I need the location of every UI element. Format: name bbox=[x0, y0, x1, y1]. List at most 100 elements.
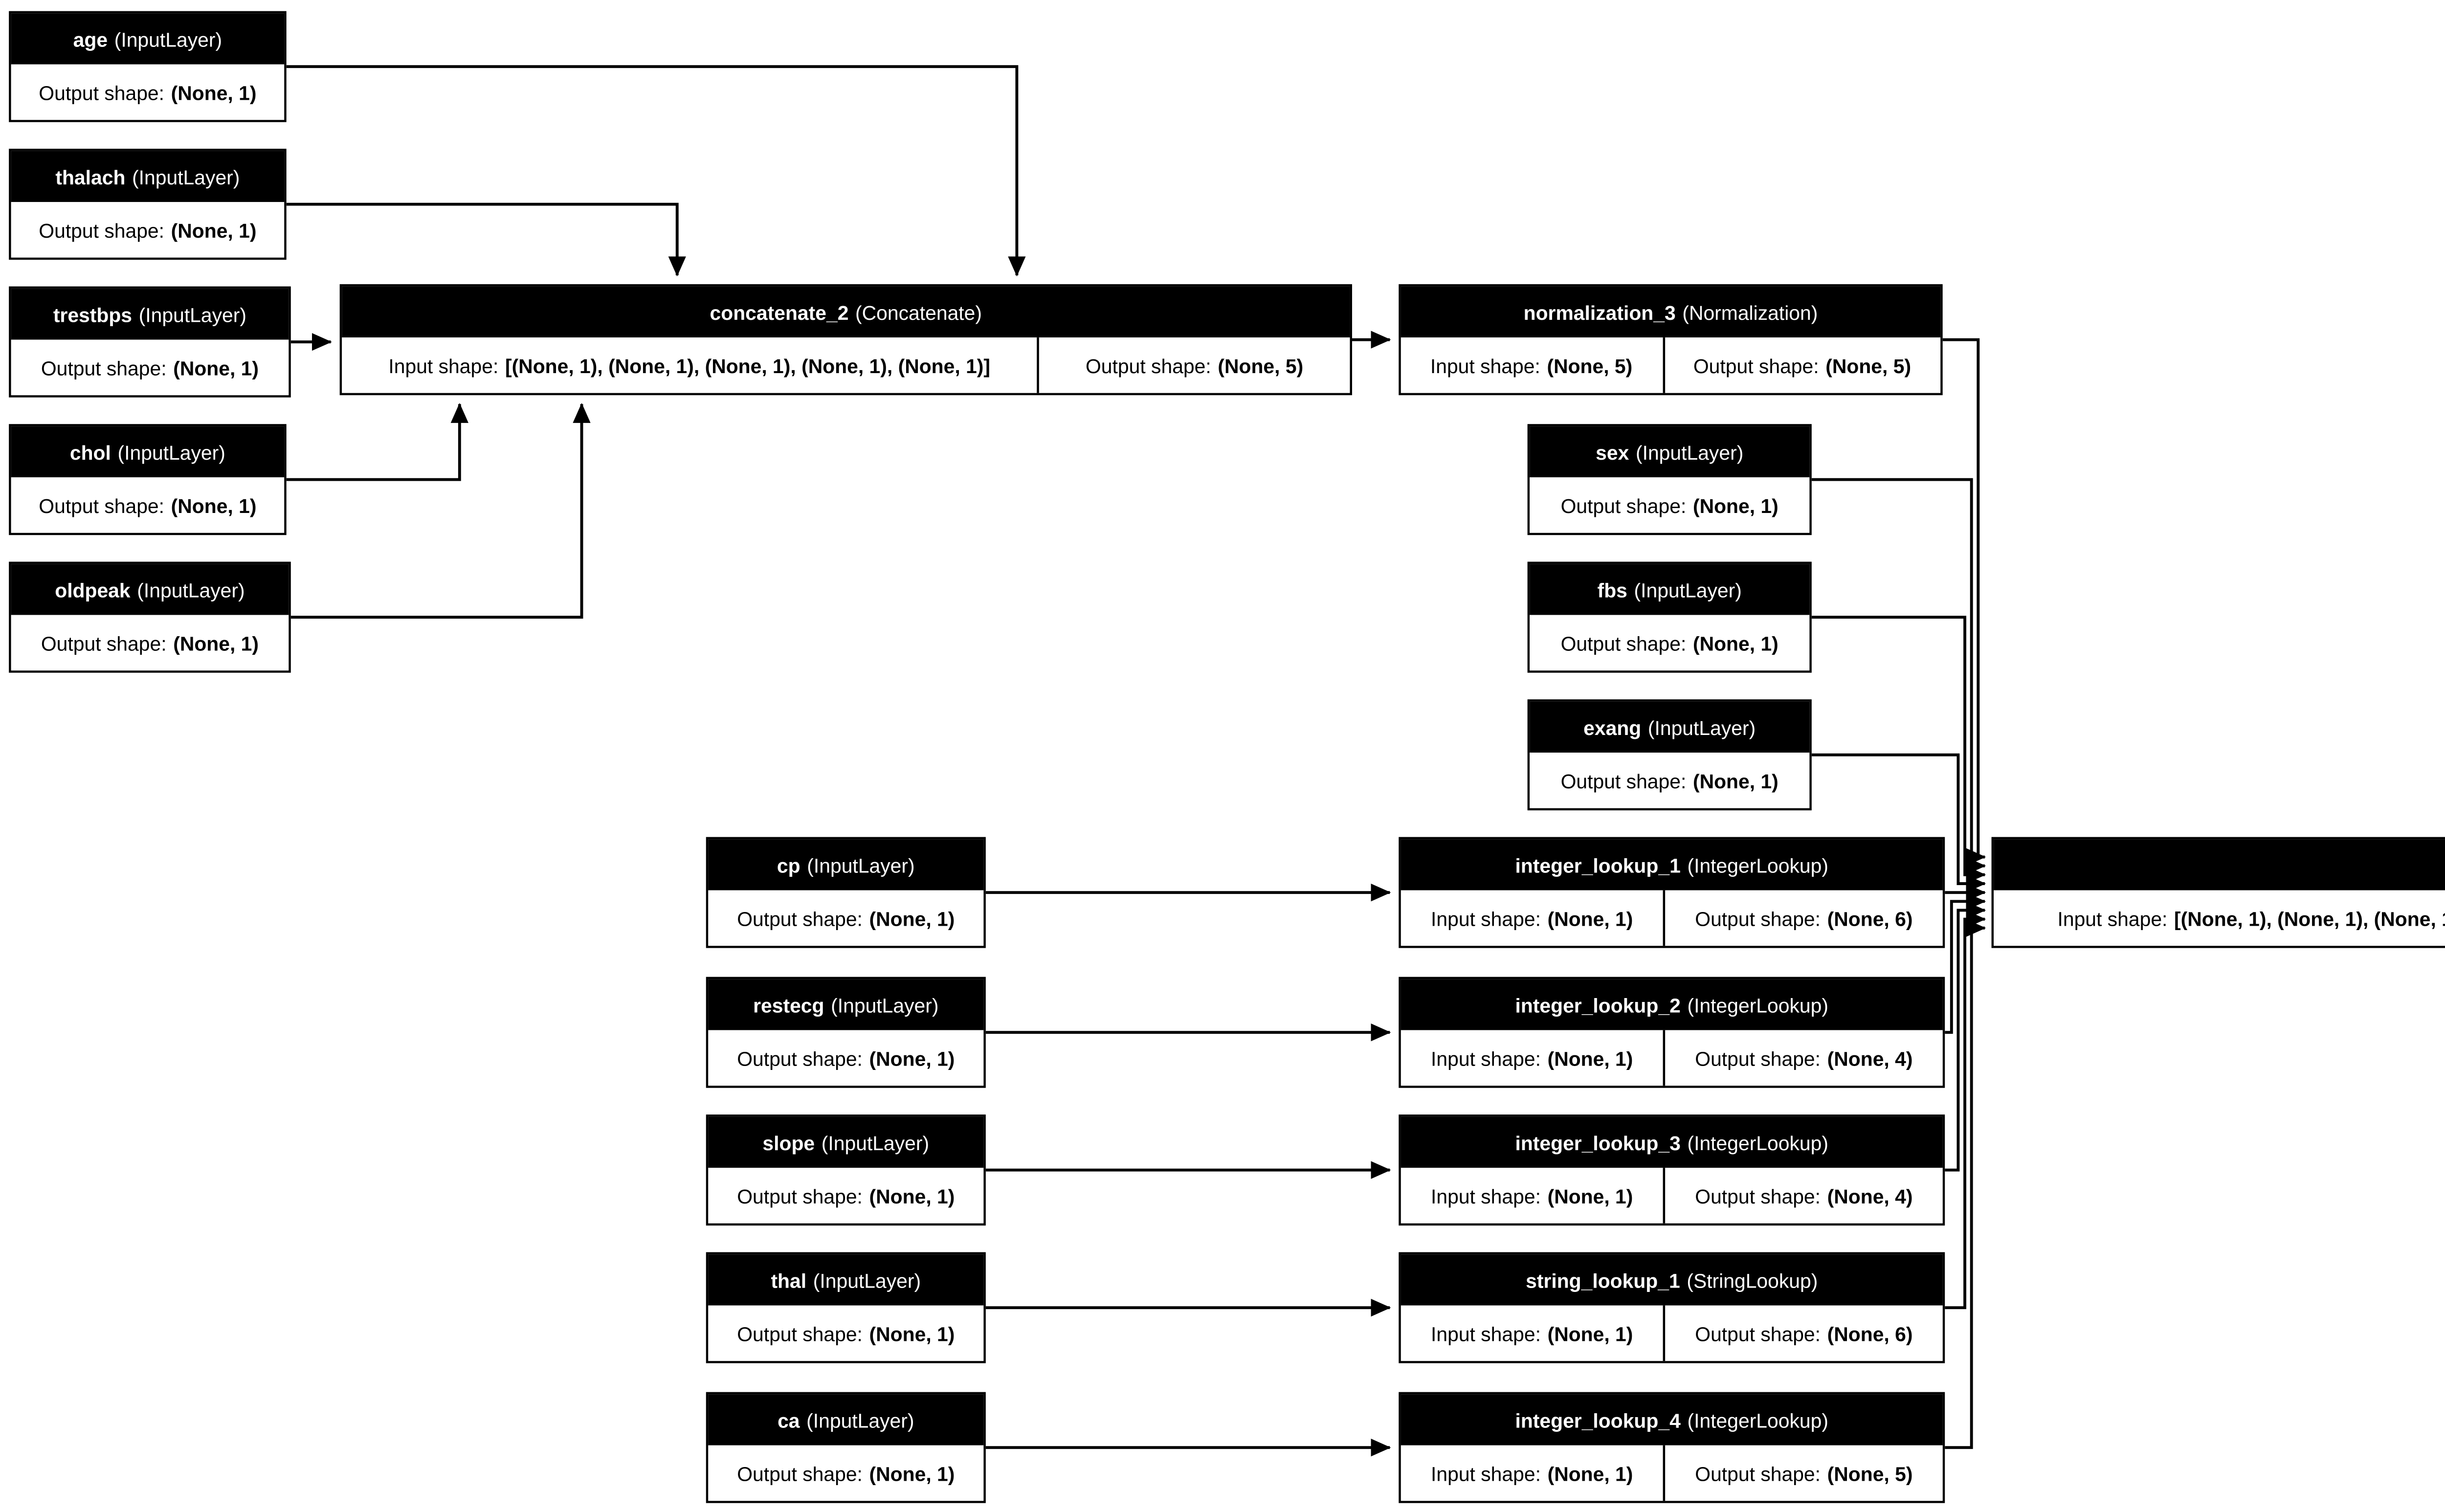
node-exang: exang(InputLayer) Output shape:(None, 1) bbox=[1527, 699, 1812, 811]
edge-fbs-concatenate_3 bbox=[1811, 616, 1986, 884]
output-shape-value: (None, 6) bbox=[1827, 907, 1913, 930]
layer-type: (IntegerLookup) bbox=[1687, 1131, 1828, 1154]
output-shape-cell: Output shape:(None, 4) bbox=[1663, 1030, 1943, 1086]
layer-type: (InputLayer) bbox=[138, 303, 247, 326]
layer-name: sex bbox=[1596, 441, 1629, 463]
output-shape-cell: Output shape:(None, 6) bbox=[1663, 890, 1943, 946]
input-shape-cell: Input shape: (None, 1) bbox=[1401, 1168, 1663, 1223]
layer-name: integer_lookup_1 bbox=[1515, 853, 1681, 876]
output-shape-label: Output shape: bbox=[737, 1184, 863, 1207]
layer-type: (InputLayer) bbox=[813, 1268, 921, 1291]
node-slope-header: slope(InputLayer) bbox=[708, 1116, 984, 1168]
input-shape-value: (None, 1) bbox=[1547, 1322, 1633, 1345]
layer-type: (InputLayer) bbox=[117, 441, 225, 463]
node-cp-header: cp (InputLayer) bbox=[708, 839, 984, 890]
node-concatenate_3-header: concatenate_3(Concatenate) bbox=[1994, 839, 2445, 890]
input-shape-label: Input shape: bbox=[1430, 354, 1540, 377]
node-slope: slope(InputLayer) Output shape:(None, 1) bbox=[706, 1114, 986, 1226]
output-shape-cell: Output shape:(None, 1) bbox=[1530, 615, 1809, 671]
node-exang-header: exang(InputLayer) bbox=[1530, 701, 1810, 753]
layer-name: fbs bbox=[1597, 578, 1627, 601]
node-age-header: age(InputLayer) bbox=[11, 13, 285, 65]
input-shape-value: [(None, 1), (None, 1), (None, 1), (None,… bbox=[505, 354, 991, 377]
node-string_lookup_1: string_lookup_1 (StringLookup) Input shap… bbox=[1399, 1252, 1945, 1363]
input-shape-label: Input shape: bbox=[388, 354, 499, 377]
layer-name: concatenate_2 bbox=[710, 301, 849, 323]
output-shape-value: (None, 5) bbox=[1218, 354, 1304, 377]
node-fbs: fbs(InputLayer) Output shape:(None, 1) bbox=[1527, 561, 1812, 673]
node-ca: ca(InputLayer) Output shape:(None, 1) bbox=[706, 1392, 986, 1503]
node-thalach-header: thalach(InputLayer) bbox=[11, 151, 285, 202]
output-shape-cell: Output shape: (None, 5) bbox=[1663, 1445, 1943, 1501]
layer-name: slope bbox=[762, 1131, 815, 1154]
output-shape-value: (None, 1) bbox=[171, 81, 257, 104]
layer-name: integer_lookup_2 bbox=[1515, 993, 1681, 1016]
node-integer_lookup_1-header: integer_lookup_1 (IntegerLookup) bbox=[1400, 839, 1943, 890]
input-shape-cell: Input shape: [(None, 1), (None, 1), (None… bbox=[342, 337, 1037, 393]
layer-name: integer_lookup_4 bbox=[1515, 1408, 1681, 1431]
output-shape-cell: Output shape:(None, 5) bbox=[1037, 337, 1350, 393]
edge-oldpeak-concatenate_2 bbox=[290, 403, 591, 619]
node-integer_lookup_3-header: integer_lookup_3(IntegerLookup) bbox=[1400, 1116, 1943, 1168]
layer-type: (IntegerLookup) bbox=[1687, 853, 1828, 876]
output-shape-cell: Output shape:(None, 1) bbox=[708, 890, 983, 946]
layer-type: (InputLayer) bbox=[1647, 716, 1756, 738]
input-shape-label: Input shape: bbox=[1431, 907, 1541, 930]
layer-type: (Concatenate) bbox=[855, 301, 982, 323]
output-shape-label: Output shape: bbox=[41, 631, 167, 654]
node-concatenate_2-header: concatenate_2 (Concatenate) bbox=[342, 286, 1350, 338]
node-thal: thal(InputLayer) Output shape:(None, 1) bbox=[706, 1252, 986, 1363]
output-shape-cell: Output shape:(None, 1) bbox=[1530, 753, 1809, 808]
input-shape-cell: Input shape:(None, 1) bbox=[1401, 890, 1663, 946]
layer-type: (StringLookup) bbox=[1687, 1268, 1818, 1291]
output-shape-value: (None, 5) bbox=[1827, 1462, 1913, 1485]
output-shape-cell: Output shape:(None, 1) bbox=[11, 65, 284, 120]
output-shape-cell: Output shape:(None, 1) bbox=[11, 340, 289, 396]
output-shape-cell: Output shape:(None, 1) bbox=[708, 1030, 983, 1086]
output-shape-value: (None, 1) bbox=[869, 1322, 955, 1345]
output-shape-label: Output shape: bbox=[1695, 1046, 1821, 1069]
output-shape-value: (None, 1) bbox=[1692, 494, 1778, 516]
input-shape-value: [(None, 1), (None, 1), (None, 1), (None,… bbox=[2174, 907, 2445, 930]
node-concatenate_3: concatenate_3(Concatenate) Input shape:[… bbox=[1991, 837, 2445, 948]
node-thalach: thalach(InputLayer) Output shape: (None, … bbox=[9, 149, 287, 260]
input-shape-label: Input shape: bbox=[1431, 1184, 1541, 1207]
layer-type: (InputLayer) bbox=[806, 1408, 914, 1431]
output-shape-label: Output shape: bbox=[39, 494, 165, 516]
output-shape-cell: Output shape:(None, 1) bbox=[1530, 477, 1809, 533]
layer-type: (InputLayer) bbox=[807, 853, 915, 876]
input-shape-cell: Input shape:(None, 1) bbox=[1401, 1030, 1663, 1086]
output-shape-value: (None, 5) bbox=[1825, 354, 1912, 377]
node-concatenate_2: concatenate_2 (Concatenate) Input shape: [… bbox=[339, 284, 1352, 396]
input-shape-cell: Input shape:(None, 1) bbox=[1401, 1445, 1663, 1501]
layer-name: age bbox=[73, 27, 108, 50]
layer-type: (InputLayer) bbox=[132, 165, 240, 188]
layer-type: (InputLayer) bbox=[137, 578, 245, 601]
output-shape-value: (None, 4) bbox=[1827, 1184, 1913, 1207]
layer-name: string_lookup_1 bbox=[1526, 1268, 1680, 1291]
output-shape-label: Output shape: bbox=[1695, 1462, 1821, 1485]
edge-normalization_3-concatenate_3 bbox=[1942, 338, 1986, 866]
node-integer_lookup_3: integer_lookup_3(IntegerLookup) Input sh… bbox=[1399, 1114, 1945, 1226]
node-sex-header: sex(InputLayer) bbox=[1530, 426, 1810, 478]
layer-name: restecg bbox=[753, 993, 824, 1016]
output-shape-cell: Output shape:(None, 1) bbox=[11, 477, 284, 533]
input-shape-label: Input shape: bbox=[1431, 1046, 1541, 1069]
layer-name: oldpeak bbox=[55, 578, 131, 601]
output-shape-label: Output shape: bbox=[1560, 631, 1687, 654]
node-normalization_3: normalization_3 (Normalization) Input sha… bbox=[1399, 284, 1943, 396]
layer-name: trestbps bbox=[53, 303, 133, 326]
input-shape-value: (None, 1) bbox=[1547, 1184, 1633, 1207]
layer-name: normalization_3 bbox=[1523, 301, 1676, 323]
node-trestbps-header: trestbps(InputLayer) bbox=[11, 289, 289, 340]
node-cp: cp (InputLayer) Output shape:(None, 1) bbox=[706, 837, 986, 948]
output-shape-value: (None, 1) bbox=[171, 219, 257, 241]
layer-name: thal bbox=[771, 1268, 807, 1291]
node-restecg: restecg(InputLayer) Output shape:(None, … bbox=[706, 977, 986, 1088]
output-shape-label: Output shape: bbox=[39, 219, 165, 241]
output-shape-label: Output shape: bbox=[737, 1046, 863, 1069]
node-chol-header: chol(InputLayer) bbox=[11, 426, 285, 478]
layer-type: (Normalization) bbox=[1682, 301, 1818, 323]
layer-name: cp bbox=[777, 853, 800, 876]
input-shape-label: Input shape: bbox=[1431, 1322, 1541, 1345]
